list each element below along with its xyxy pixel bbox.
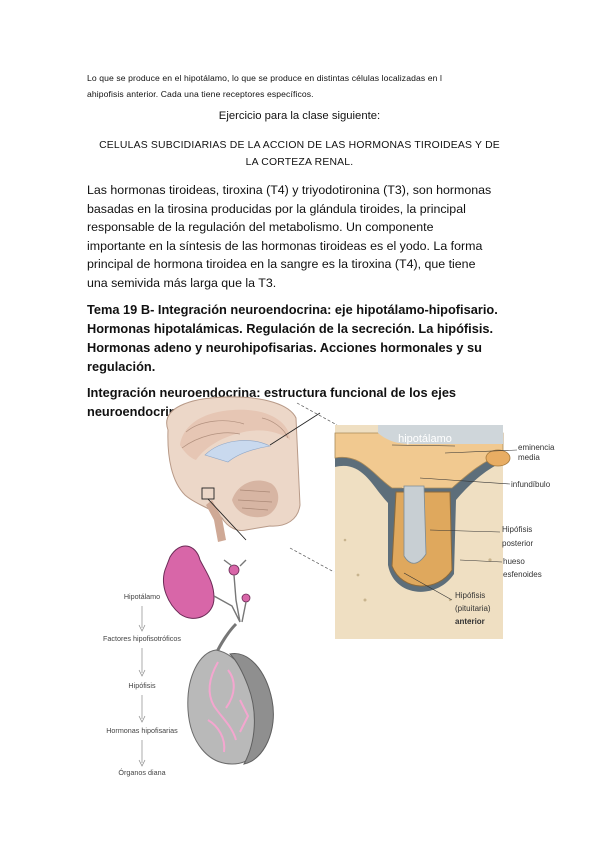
label-hipofisis-posterior-2: posterior bbox=[502, 539, 533, 548]
tema-line-1: Tema 19 B- Integración neuroendocrina: e… bbox=[87, 302, 498, 317]
pituitary-detail-illustration: hipotálamo eminencia media infundíbulo H… bbox=[334, 425, 555, 639]
label-eminencia-1: eminencia bbox=[518, 443, 555, 452]
intro-line-1: Lo que se produce en el hipotálamo, lo q… bbox=[87, 73, 442, 83]
title-line-2: LA CORTEZA RENAL. bbox=[245, 157, 354, 168]
flow-step-hipofisis: Hipófisis bbox=[128, 681, 156, 690]
label-hipofisis-posterior-1: Hipófisis bbox=[502, 525, 532, 534]
tema-line-2: Hormonas hipotalámicas. Regulación de la… bbox=[87, 321, 494, 336]
paragraph-line-4: importante en la síntesis de las hormona… bbox=[87, 238, 483, 253]
label-infundibulo: infundíbulo bbox=[511, 480, 551, 489]
title-line-1: CELULAS SUBCIDIARIAS DE LA ACCION DE LAS… bbox=[99, 140, 500, 151]
flow-step-hipotalamo: Hipotálamo bbox=[124, 592, 160, 601]
integracion-heading: Integración neuroendocrina: estructura f… bbox=[87, 383, 537, 421]
hypothalamus-pituitary-schematic bbox=[163, 545, 274, 765]
thyroid-paragraph: Las hormonas tiroideas, tiroxina (T4) y … bbox=[87, 181, 527, 293]
intro-line-2: ahipofisis anterior. Cada una tiene rece… bbox=[87, 89, 314, 99]
label-hueso-1: hueso bbox=[503, 557, 525, 566]
paragraph-line-5: principal de hormona tiroidea en la sang… bbox=[87, 257, 476, 272]
flow-step-organos: Órganos diana bbox=[118, 768, 165, 777]
label-hipofisis-anterior-2: (pituitaria) bbox=[455, 604, 491, 613]
document-title: CELULAS SUBCIDIARIAS DE LA ACCION DE LAS… bbox=[70, 137, 529, 171]
brain-sagittal-illustration bbox=[166, 396, 338, 573]
paragraph-line-3: responsable de la regulación del metabol… bbox=[87, 220, 434, 235]
flow-step-hormonas: Hormonas hipofisarias bbox=[106, 726, 178, 735]
integracion-line-1: Integración neuroendocrina: estructura f… bbox=[87, 385, 457, 400]
paragraph-line-2: basadas en la tirosina producidas por la… bbox=[87, 201, 466, 216]
flow-chart: Hipotálamo Factores hipofisotróficos Hip… bbox=[103, 592, 181, 777]
intro-text: Lo que se produce en el hipotálamo, lo q… bbox=[87, 70, 527, 102]
label-hipofisis-anterior-1: Hipófisis bbox=[455, 591, 485, 600]
paragraph-line-6: una semivida más larga que la T3. bbox=[87, 275, 277, 290]
tema-heading: Tema 19 B- Integración neuroendocrina: e… bbox=[87, 300, 537, 376]
label-hipotalamo: hipotálamo bbox=[398, 433, 452, 445]
label-hipofisis-anterior-3: anterior bbox=[455, 617, 485, 626]
paragraph-line-1: Las hormonas tiroideas, tiroxina (T4) y … bbox=[87, 183, 492, 197]
flow-step-factores: Factores hipofisotróficos bbox=[103, 634, 181, 643]
tema-line-4: regulación. bbox=[87, 359, 156, 374]
tema-line-3: Hormonas adeno y neurohipofisarias. Acci… bbox=[87, 340, 482, 355]
label-hueso-2: esfenoides bbox=[503, 570, 542, 579]
label-eminencia-2: media bbox=[518, 453, 540, 462]
integracion-line-2: neuroendocrinos. bbox=[87, 404, 196, 419]
exercise-heading: Ejercicio para la clase siguiente: bbox=[218, 110, 381, 122]
